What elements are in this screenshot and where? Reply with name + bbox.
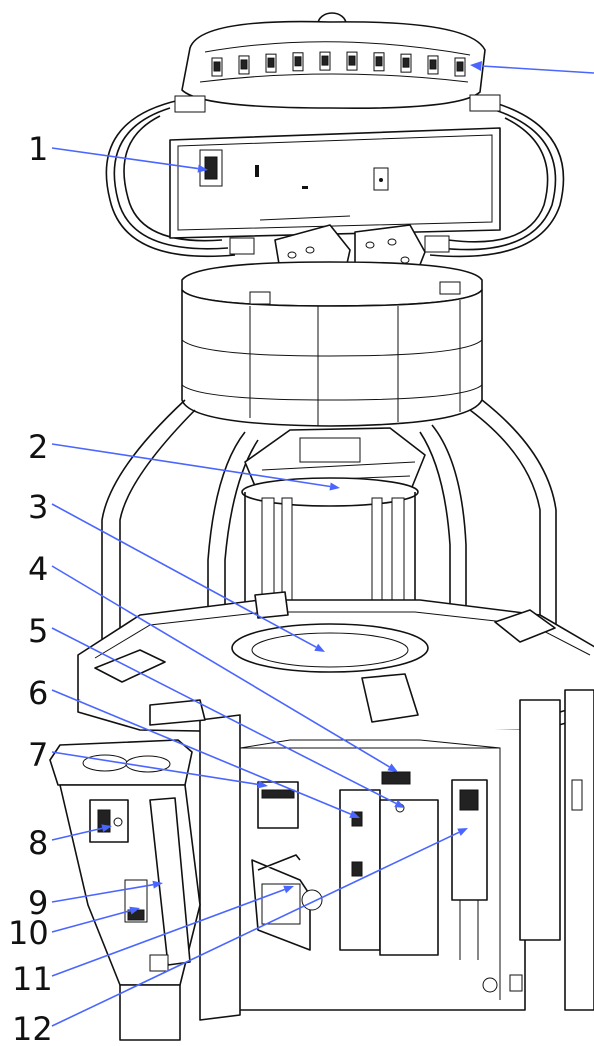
leader-lines (51, 61, 594, 1027)
leader-line-9 (51, 880, 163, 903)
leader-line-1 (51, 147, 208, 173)
leader-line-12 (51, 828, 468, 1027)
leader-line-11 (51, 885, 294, 977)
die-pip (387, 238, 397, 246)
callout-number-11: 11 (12, 960, 53, 998)
leader-arrowhead (197, 164, 208, 173)
die-pip (305, 246, 315, 254)
leader-line-4 (51, 565, 398, 772)
leader-arrowhead (152, 880, 163, 889)
die-pip (400, 256, 410, 264)
leader-line-10 (51, 906, 140, 933)
leader-line-3 (51, 503, 325, 652)
leader-arrowhead (457, 828, 468, 836)
die-pip (365, 241, 375, 249)
leader-arrowhead (394, 799, 405, 808)
led-module (427, 55, 439, 75)
display-panel (169, 127, 501, 239)
led-module (238, 55, 250, 75)
leader-line-5 (51, 627, 405, 808)
leader-line-2 (51, 443, 340, 491)
callout-number-5: 5 (28, 612, 48, 650)
leader-line-top-ring (470, 61, 594, 74)
callout-number-12: 12 (12, 1010, 53, 1046)
callout-number-1: 1 (28, 130, 48, 168)
leader-arrowhead (129, 906, 140, 915)
leader-line-8 (51, 824, 112, 841)
player-console (49, 699, 206, 1041)
leader-arrowhead (101, 824, 112, 833)
leader-arrowhead (314, 643, 325, 652)
leader-arrowhead (470, 61, 482, 71)
callout-number-3: 3 (28, 488, 48, 526)
callout-number-8: 8 (28, 824, 48, 862)
leader-arrowhead (329, 482, 340, 491)
callout-number-7: 7 (28, 736, 48, 774)
callout-number-10: 10 (8, 914, 49, 952)
led-module (373, 52, 385, 72)
led-module (346, 51, 358, 71)
callout-number-4: 4 (28, 550, 48, 588)
led-module (292, 52, 304, 72)
led-module (319, 51, 331, 71)
leader-arrowhead (257, 780, 268, 789)
led-module (265, 53, 277, 73)
leader-line-6 (51, 689, 360, 818)
support-arches (101, 399, 557, 640)
led-module (211, 57, 223, 77)
lower-cabinet (199, 689, 594, 1021)
top-led-ring (181, 12, 486, 109)
die-pip (287, 251, 297, 259)
led-module (454, 57, 466, 77)
cable-loops (105, 94, 565, 258)
dome-cylinder (181, 261, 483, 427)
leader-line-7 (51, 751, 268, 789)
callout-number-2: 2 (28, 428, 48, 466)
leader-arrowhead (349, 810, 360, 818)
leader-arrowhead (387, 763, 398, 772)
callout-number-6: 6 (28, 674, 48, 712)
leader-arrowhead (283, 885, 294, 894)
led-module (400, 53, 412, 73)
callout-number-9: 9 (28, 884, 48, 922)
